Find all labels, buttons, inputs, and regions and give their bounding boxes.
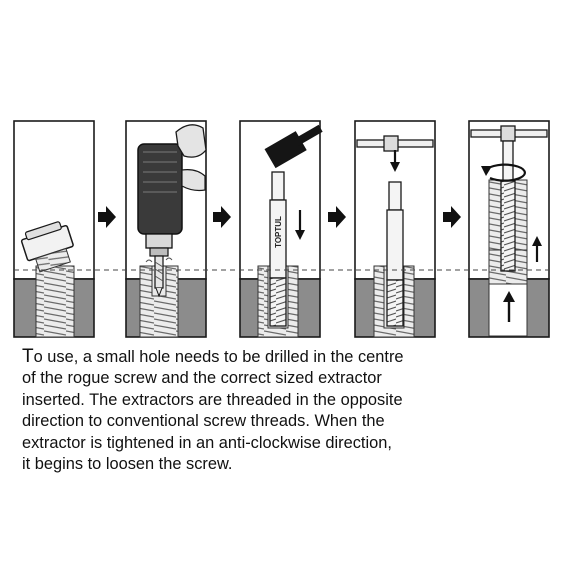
caption-line-2: of the rogue screw and the correct sized… <box>22 369 382 388</box>
caption-line-6: it begins to loosen the screw. <box>22 455 233 474</box>
step-1-broken-screw-panel <box>13 120 95 338</box>
brand-label: TOPTUL <box>274 216 283 248</box>
caption-line-1-text: o use, a small hole needs to be drilled … <box>33 348 404 366</box>
caption-line-5: extractor is tightened in an anti-clockw… <box>22 433 392 452</box>
arrow-right-icon <box>443 206 461 228</box>
extractor-tool <box>386 181 404 327</box>
step-3-insert-extractor-panel: TOPTUL <box>239 120 323 338</box>
step-4-t-handle-panel <box>354 120 436 338</box>
extractor-tool <box>500 140 516 272</box>
arrow-right-icon <box>213 206 231 228</box>
instructions-caption: To use, a small hole needs to be drilled… <box>22 346 552 475</box>
arrow-right-icon <box>328 206 346 228</box>
caption-line-1: To use, a small hole needs to be drilled… <box>22 346 552 368</box>
broken-screw-head <box>20 221 74 273</box>
arrow-right-icon <box>98 206 116 228</box>
drill-icon <box>137 143 183 298</box>
rotation-icon <box>481 163 526 182</box>
hammer-icon <box>264 124 323 169</box>
step-2-drilling-panel <box>125 120 207 338</box>
step-5-remove-screw-panel <box>468 120 550 338</box>
arrow-up-icon <box>503 291 515 322</box>
t-handle-icon <box>470 125 548 142</box>
hand-icon <box>175 124 207 192</box>
caption-line-4: direction to conventional screw threads.… <box>22 412 385 431</box>
caption-initial: T <box>22 346 34 367</box>
extractor-tool <box>269 171 287 327</box>
t-handle-icon <box>356 135 434 152</box>
arrow-up-icon <box>532 236 542 262</box>
arrow-down-icon <box>295 210 305 240</box>
arrow-down-icon <box>390 150 400 172</box>
caption-line-3: inserted. The extractors are threaded in… <box>22 390 403 409</box>
